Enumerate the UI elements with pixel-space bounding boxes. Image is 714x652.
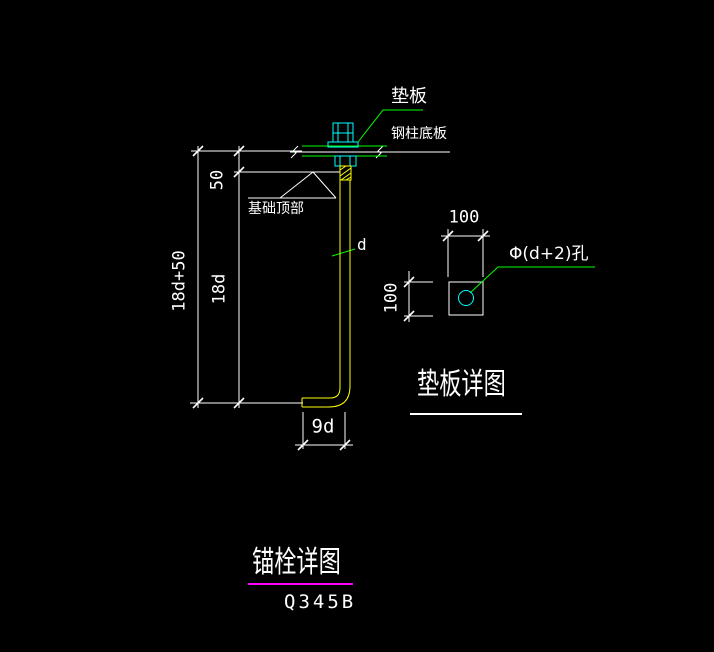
nut-washer-group: [327, 122, 474, 306]
dim-text-100-left: 100: [381, 282, 402, 314]
bolt-inner-edge: [302, 180, 341, 399]
pad-detail-title: 垫板详图: [417, 367, 506, 402]
washer-plate: [327, 141, 359, 148]
anchor-bolt: [301, 165, 352, 408]
pad-plate-label: 垫板: [391, 86, 427, 107]
dim-text-50: 50: [207, 169, 228, 191]
level-symbol: [248, 171, 337, 199]
pad-plate-leader: [357, 109, 423, 143]
dim-text-9d: 9d: [311, 415, 335, 438]
bolt-diameter-tick: [331, 248, 356, 257]
green-linework: [302, 109, 595, 294]
hole-leader: [469, 266, 595, 294]
anchor-detail-title: 锚栓详图: [252, 545, 341, 580]
column-base-plate-label: 钢柱底板: [391, 126, 447, 142]
dim-text-18d50: 18d+50: [169, 250, 190, 312]
dim-text-18d: 18d: [209, 273, 230, 305]
hole-label: Φ(d+2)孔: [509, 244, 589, 264]
dimension-ticks: [192, 145, 489, 451]
steel-grade-label: Q345B: [284, 591, 357, 613]
foundation-top-label: 基础顶部: [248, 201, 304, 217]
bolt-hole-circle: [458, 290, 474, 306]
bolt-outer-edge: [302, 180, 351, 408]
break-mark-left: [290, 145, 299, 159]
dim-text-d: d: [357, 235, 367, 254]
lower-nut: [334, 155, 357, 167]
dim-text-100-top: 100: [448, 207, 480, 228]
pad-plate-outline: [448, 281, 484, 316]
